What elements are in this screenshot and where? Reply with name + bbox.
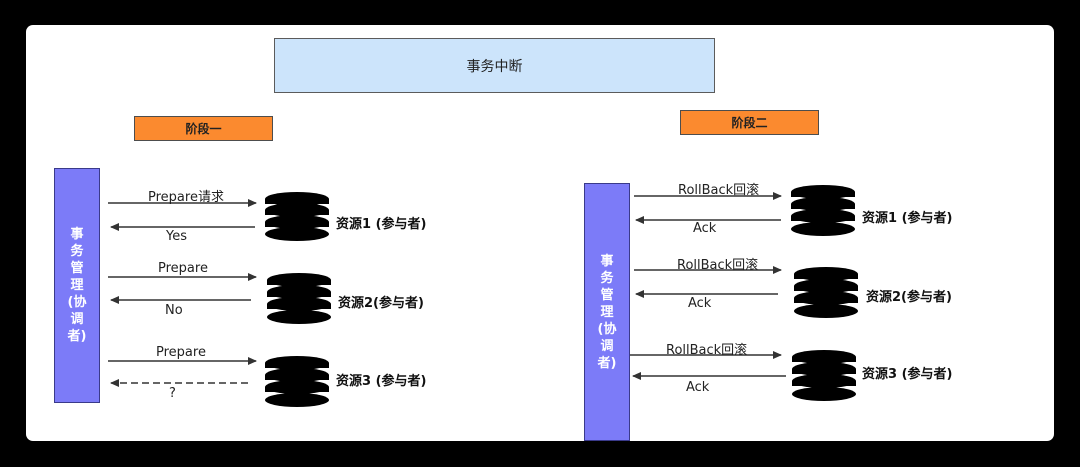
phase1-resource3-database-icon [264,356,330,409]
phase2-resource3-database-icon [791,350,857,403]
phase1-row1-resource-label: 资源1 (参与者) [336,217,427,232]
phase1-row3-response-label: ? [169,386,176,401]
phase2-resource2-database-icon [793,267,859,320]
phase1-resource2-database-icon [266,273,332,326]
phase2-row2-request-label: RollBack回滚 [677,258,759,273]
phase1-row2-request-label: Prepare [158,261,208,276]
phase2-label: 阶段二 [680,110,819,135]
phase1-label: 阶段一 [134,116,273,141]
phase2-resource1-database-icon [790,185,856,238]
phase1-row2-resource-label: 资源2(参与者) [338,296,424,311]
phase1-row3-request-label: Prepare [156,345,206,360]
phase2-row3-response-label: Ack [686,380,710,395]
phase2-row1-resource-label: 资源1 (参与者) [862,211,953,226]
phase1-resource1-database-icon [264,192,330,243]
phase2-coordinator-label: 事务管理(协调者) [597,253,617,371]
phase1-row3-resource-label: 资源3 (参与者) [336,374,427,389]
diagram-canvas: 事务中断 阶段一 阶段二 事务管理(协调者) 事务管理(协调者) [26,25,1054,441]
phase1-coordinator-label: 事务管理(协调者) [67,227,87,344]
phase2-label-text: 阶段二 [731,116,768,130]
phase2-row2-resource-label: 资源2(参与者) [866,290,952,305]
phase1-label-text: 阶段一 [185,122,222,136]
diagram-title: 事务中断 [274,38,715,93]
phase2-coordinator: 事务管理(协调者) [584,183,630,441]
diagram-title-text: 事务中断 [466,58,523,75]
phase2-row3-resource-label: 资源3 (参与者) [862,367,953,382]
phase2-row1-request-label: RollBack回滚 [678,183,760,198]
phase1-row1-request-label: Prepare请求 [148,190,224,205]
arrows-layer [108,185,859,409]
phase2-row2-response-label: Ack [688,296,712,311]
phase1-coordinator: 事务管理(协调者) [54,168,100,403]
phase2-row1-response-label: Ack [693,221,717,236]
phase2-row3-request-label: RollBack回滚 [666,343,748,358]
phase1-row2-response-label: No [165,303,183,318]
phase1-row1-response-label: Yes [166,229,187,244]
